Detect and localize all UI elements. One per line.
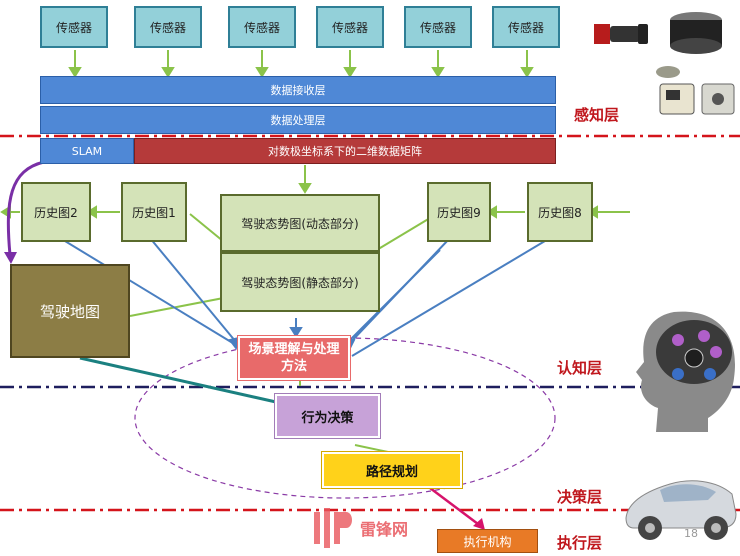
actuator-box: 执行机构 (437, 529, 538, 553)
data-receive-layer: 数据接收层 (40, 76, 556, 104)
path-planning-box: 路径规划 (322, 452, 462, 488)
sensor-4: 传感器 (316, 6, 384, 48)
history-map-9: 历史图9 (427, 182, 491, 242)
cognition-layer-label: 认知层 (557, 359, 603, 377)
lidar-icon (666, 8, 726, 58)
map-to-behavior-arrow (79, 356, 277, 404)
history-map-1: 历史图1 (121, 182, 187, 242)
decision-layer-label: 决策层 (557, 488, 603, 506)
car-icon (620, 460, 740, 546)
radar-devices-icon (652, 62, 736, 122)
slam-curve (6, 160, 45, 256)
camera-icon (592, 14, 650, 54)
sensor-1: 传感器 (40, 6, 108, 48)
watermark-text: 雷锋网 (360, 520, 409, 539)
path-to-actuator-arrow (429, 487, 479, 525)
polar-matrix-box: 对数极坐标系下的二维数据矩阵 (134, 138, 556, 164)
sensor-arrows (68, 50, 534, 78)
data-process-layer: 数据处理层 (40, 106, 556, 134)
driving-map: 驾驶地图 (10, 264, 130, 358)
leiphone-watermark: 雷锋网 (312, 504, 422, 552)
behavior-decision-box: 行为决策 (275, 394, 380, 438)
brain-head-icon (634, 308, 740, 432)
page-number: 18 (684, 527, 698, 540)
scene-understanding-box: 场景理解与处理方法 (238, 336, 350, 380)
history-map-8: 历史图8 (527, 182, 593, 242)
sensor-6: 传感器 (492, 6, 560, 48)
history-map-2: 历史图2 (21, 182, 91, 242)
sensor-5: 传感器 (404, 6, 472, 48)
slam-box: SLAM (40, 138, 134, 164)
sensor-3: 传感器 (228, 6, 296, 48)
situation-map-static: 驾驶态势图(静态部分) (220, 252, 380, 312)
situation-map-dynamic: 驾驶态势图(动态部分) (220, 194, 380, 252)
sensor-2: 传感器 (134, 6, 202, 48)
execution-layer-label: 执行层 (557, 534, 603, 552)
cognition-ellipse (134, 337, 556, 499)
perception-layer-label: 感知层 (574, 106, 620, 124)
